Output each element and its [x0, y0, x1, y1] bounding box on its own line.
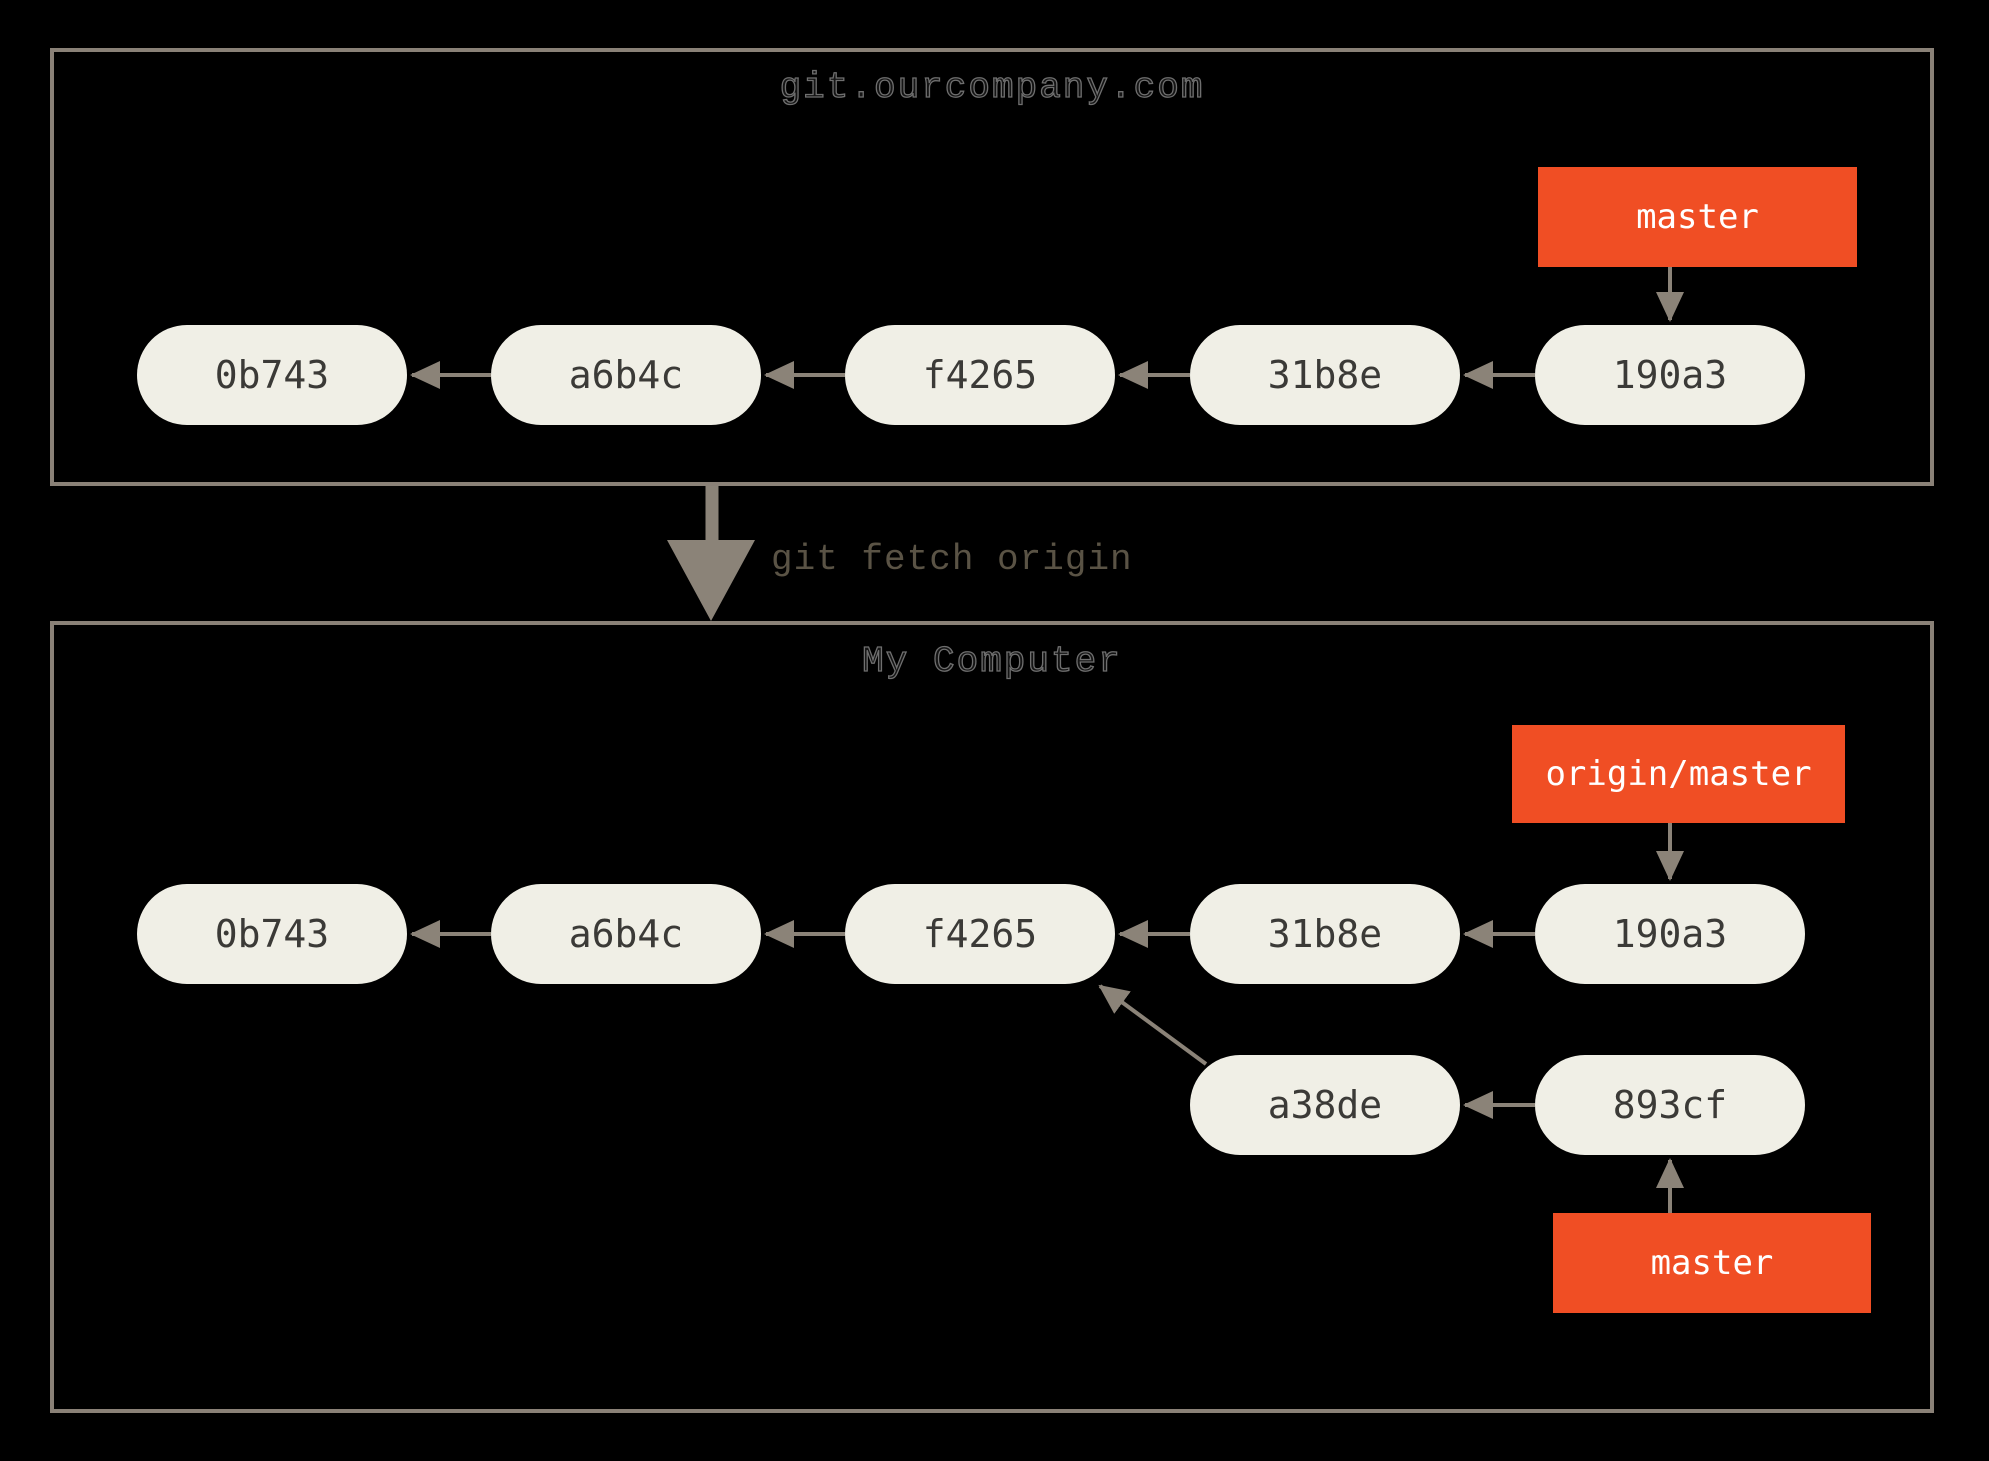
commit-node: a38de — [1190, 1055, 1460, 1155]
local-repo-box — [50, 621, 1934, 1413]
remote-repo-title: git.ourcompany.com — [779, 66, 1205, 108]
commit-node: a6b4c — [491, 884, 761, 984]
commit-node: 190a3 — [1535, 884, 1805, 984]
remote-repo-box — [50, 48, 1934, 486]
fetch-big-arrow — [667, 486, 755, 621]
local-master-branch-label: master — [1553, 1213, 1871, 1313]
commit-node: a6b4c — [491, 325, 761, 425]
remote-master-branch-label: master — [1538, 167, 1857, 267]
origin-master-branch-label: origin/master — [1512, 725, 1845, 823]
commit-node: f4265 — [845, 884, 1115, 984]
commit-node: 0b743 — [137, 325, 407, 425]
fetch-command-caption: git fetch origin — [771, 539, 1133, 580]
commit-node: f4265 — [845, 325, 1115, 425]
commit-node: 190a3 — [1535, 325, 1805, 425]
commit-node: 893cf — [1535, 1055, 1805, 1155]
local-repo-title: My Computer — [862, 640, 1122, 682]
commit-node: 31b8e — [1190, 325, 1460, 425]
commit-node: 0b743 — [137, 884, 407, 984]
commit-node: 31b8e — [1190, 884, 1460, 984]
